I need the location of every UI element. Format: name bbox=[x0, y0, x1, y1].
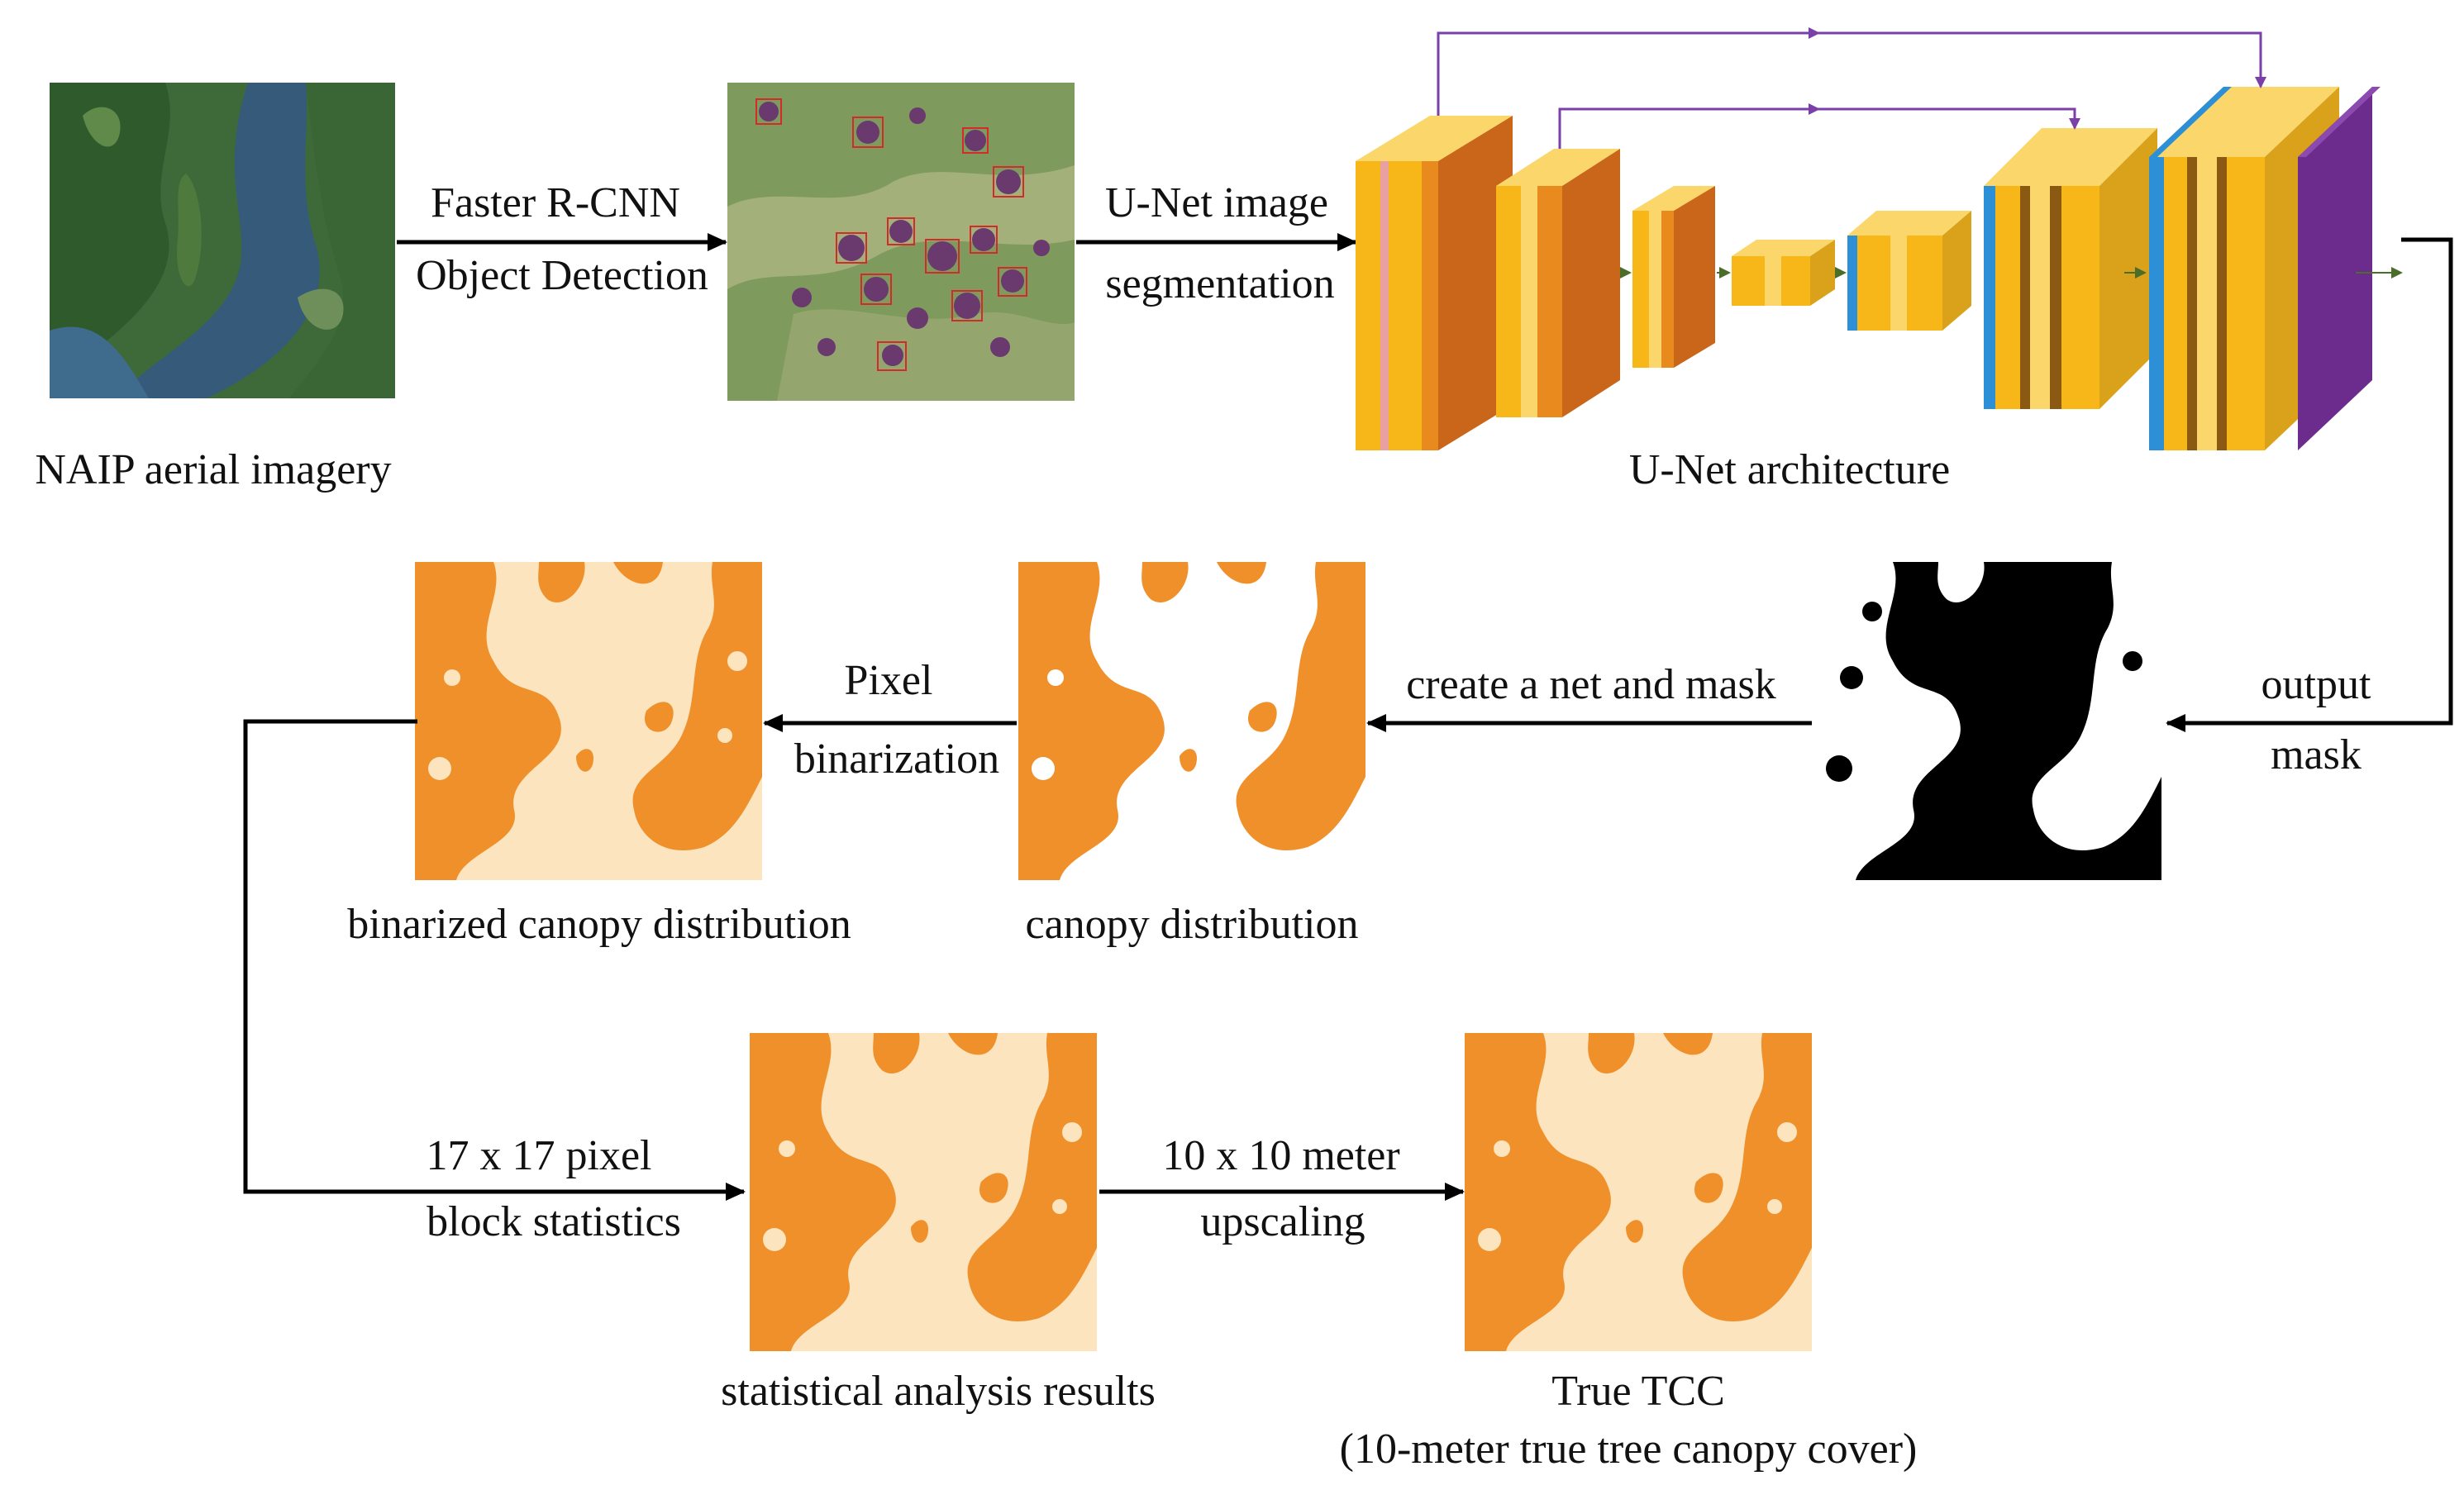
unet-segmentation-label-1: U-Net image bbox=[1105, 179, 1328, 226]
output-mask-image bbox=[1814, 562, 2161, 880]
upscaling-label-2: upscaling bbox=[1200, 1198, 1365, 1245]
unet-architecture bbox=[1356, 27, 2403, 450]
object-detection-label: Object Detection bbox=[416, 252, 708, 299]
bottleneck-block bbox=[1732, 240, 1835, 306]
mask-label: mask bbox=[2271, 731, 2362, 778]
net-and-mask-label: create a net and mask bbox=[1406, 661, 1776, 708]
decoder-block-2 bbox=[1984, 128, 2157, 409]
decoder-block-3 bbox=[2149, 87, 2381, 450]
unet-segmentation-label-2: segmentation bbox=[1105, 260, 1334, 307]
canopy-distribution-label: canopy distribution bbox=[1026, 901, 1359, 948]
upscaling-label-1: 10 x 10 meter bbox=[1162, 1132, 1399, 1179]
arrow-binarized-to-stats bbox=[243, 719, 746, 1201]
decoder-block-1 bbox=[1847, 211, 1971, 331]
skip-connections bbox=[1437, 27, 2266, 149]
block-stats-label-2: block statistics bbox=[427, 1198, 681, 1245]
naip-label: NAIP aerial imagery bbox=[35, 446, 391, 493]
true-tcc-label: True TCC bbox=[1551, 1368, 1725, 1415]
encoder-block-1 bbox=[1356, 116, 1513, 450]
statistical-results-label: statistical analysis results bbox=[721, 1368, 1156, 1415]
pixel-label: Pixel bbox=[845, 657, 933, 704]
block-stats-label-1: 17 x 17 pixel bbox=[427, 1132, 652, 1179]
statistical-results-image bbox=[750, 1033, 1097, 1351]
true-tcc-image bbox=[1465, 1033, 1812, 1351]
binarized-distribution-label: binarized canopy distribution bbox=[347, 901, 851, 948]
unet-architecture-label: U-Net architecture bbox=[1629, 446, 1950, 493]
true-tcc-sublabel: (10-meter true tree canopy cover) bbox=[1340, 1426, 1918, 1473]
canopy-distribution-image bbox=[1018, 562, 1365, 880]
encoder-block-3 bbox=[1632, 186, 1715, 368]
arrow-unet-to-mask bbox=[2166, 237, 2453, 732]
naip-image bbox=[50, 83, 395, 398]
encoder-block-2 bbox=[1496, 149, 1620, 417]
binarization-label: binarization bbox=[794, 735, 999, 783]
binarized-canopy-image bbox=[415, 562, 762, 880]
output-label: output bbox=[2261, 661, 2371, 708]
detection-image bbox=[727, 83, 1075, 401]
faster-rcnn-label: Faster R-CNN bbox=[431, 179, 680, 226]
